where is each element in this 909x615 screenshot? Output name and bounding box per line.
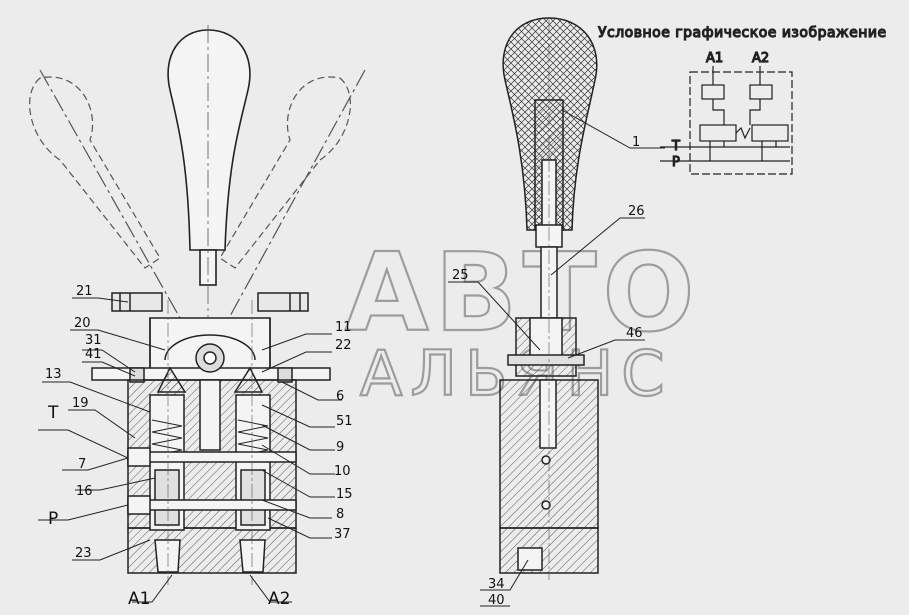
callout-25: 25 bbox=[452, 268, 469, 283]
callout-11: 11 bbox=[335, 320, 352, 335]
callout-26: 26 bbox=[628, 204, 645, 219]
callout-7: 7 bbox=[78, 457, 86, 472]
callout-19: 19 bbox=[72, 396, 89, 411]
callout-13: 13 bbox=[45, 367, 62, 382]
handle-knob bbox=[167, 25, 251, 450]
callout-9: 9 bbox=[336, 440, 344, 455]
callout-1: 1 bbox=[632, 135, 640, 150]
callout-10: 10 bbox=[334, 464, 351, 479]
callout-34: 34 bbox=[488, 577, 505, 592]
hydraulic-symbol: Условное графическое изображение A1 A2 T… bbox=[597, 24, 887, 175]
callout-6: 6 bbox=[336, 389, 344, 404]
callout-22: 22 bbox=[335, 338, 352, 353]
port-label-a1: A1 bbox=[128, 589, 150, 609]
callout-40: 40 bbox=[488, 593, 505, 608]
side-view bbox=[499, 17, 599, 580]
port-label-t: T bbox=[47, 403, 59, 423]
callout-37: 37 bbox=[334, 527, 351, 542]
symbol-port-a1: A1 bbox=[706, 51, 723, 66]
callout-16: 16 bbox=[76, 484, 93, 499]
callout-31: 31 bbox=[85, 333, 102, 348]
callout-23: 23 bbox=[75, 546, 92, 561]
callout-41: 41 bbox=[85, 347, 102, 362]
callout-51: 51 bbox=[336, 414, 353, 429]
cam-head bbox=[91, 292, 331, 393]
callout-15: 15 bbox=[336, 487, 353, 502]
callout-20: 20 bbox=[74, 316, 91, 331]
symbol-port-t: T bbox=[671, 139, 680, 154]
valve-body bbox=[127, 300, 297, 585]
port-label-a2: A2 bbox=[268, 589, 290, 609]
symbol-caption: Условное графическое изображение bbox=[598, 25, 887, 41]
symbol-port-a2: A2 bbox=[752, 51, 769, 66]
port-label-p: P bbox=[48, 509, 58, 529]
callout-8: 8 bbox=[336, 507, 344, 522]
leader-lines bbox=[38, 109, 665, 607]
symbol-port-p: P bbox=[672, 155, 680, 170]
callout-46: 46 bbox=[626, 326, 643, 341]
callout-21: 21 bbox=[76, 284, 93, 299]
callout-labels: 21 20 31 41 13 19 T 7 16 P 23 11 22 6 51… bbox=[45, 135, 645, 609]
